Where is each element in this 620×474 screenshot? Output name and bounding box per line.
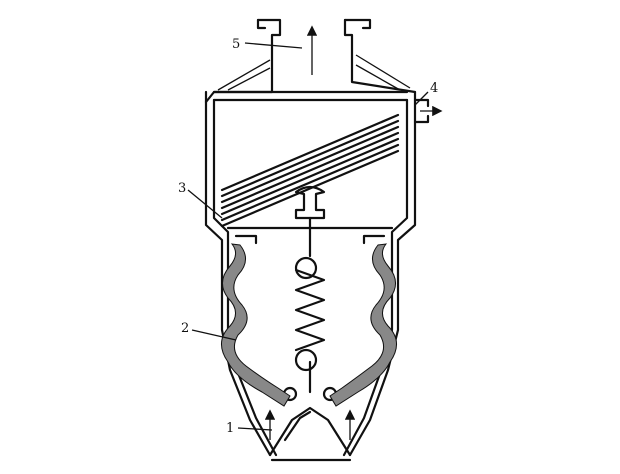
top-outlet-pipe	[204, 18, 417, 104]
inlet-funnel	[264, 406, 356, 457]
label-coil: 3	[178, 181, 186, 196]
label-filter: 2	[181, 321, 189, 336]
filter-bags	[221, 243, 397, 407]
housing	[204, 90, 417, 462]
side-outlet	[413, 98, 443, 124]
leader-lines	[187, 42, 429, 431]
label-inlet: 1	[226, 421, 234, 436]
valve-assembly	[282, 185, 338, 402]
inclined-coil	[220, 113, 400, 228]
label-outlet-top: 5	[232, 37, 240, 52]
label-outlet-side: 4	[430, 81, 438, 96]
